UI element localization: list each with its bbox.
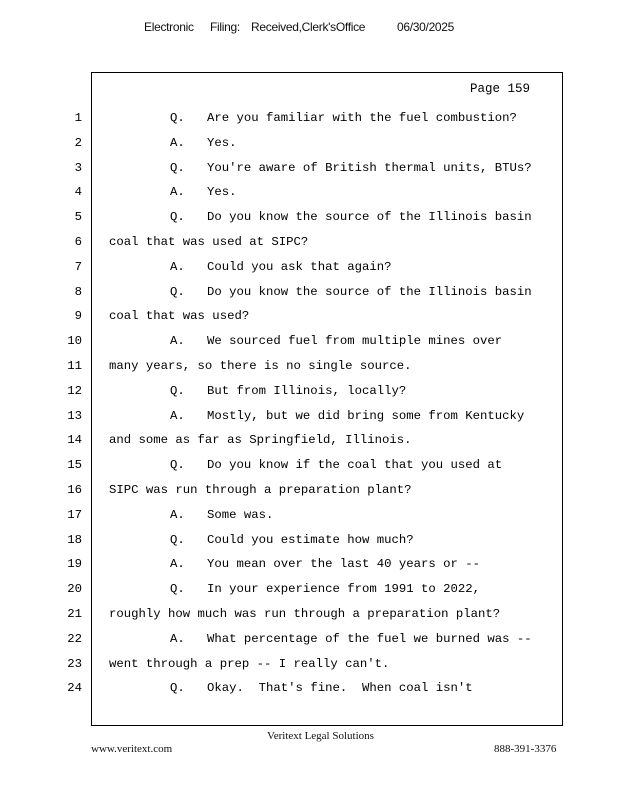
transcript-line: 14 and some as far as Springfield, Illino…: [0, 433, 560, 453]
transcript-line: 16 SIPC was run through a preparation pla…: [0, 483, 560, 503]
line-text: Could you estimate how much?: [207, 532, 414, 547]
line-text: You're aware of British thermal units, B…: [207, 160, 532, 175]
line-number: 18: [67, 532, 82, 547]
line-number: 1: [74, 111, 82, 125]
speaker-label: Q.: [170, 160, 185, 175]
speaker-label: A.: [170, 334, 185, 349]
footer-website: www.veritext.com: [91, 743, 173, 755]
header-filing: Filing:: [210, 20, 240, 34]
speaker-label: Q.: [170, 284, 185, 299]
line-number: 10: [67, 334, 82, 349]
line-number: 5: [74, 210, 82, 225]
transcript-line: 10 A. We sourced fuel from multiple mines …: [0, 334, 560, 354]
line-text: What percentage of the fuel we burned wa…: [207, 631, 532, 646]
transcript-line: 21 roughly how much was run through a pre…: [0, 607, 560, 627]
line-text: Do you know if the coal that you used at: [207, 458, 503, 473]
line-number: 23: [67, 656, 82, 671]
line-number: 11: [67, 359, 82, 373]
line-text: went through a prep -- I really can't.: [109, 656, 390, 671]
line-number: 21: [67, 607, 82, 621]
transcript-line: 4 A. Yes.: [0, 185, 560, 205]
line-text: In your experience from 1991 to 2022,: [207, 582, 481, 597]
line-number: 9: [74, 309, 82, 324]
transcript-line: 22 A. What percentage of the fuel we burne…: [0, 632, 560, 652]
line-text: Okay. That's fine. When coal isn't: [207, 681, 473, 696]
line-number: 14: [67, 433, 82, 448]
line-text: We sourced fuel from multiple mines over: [207, 334, 503, 349]
line-text: many years, so there is no single source…: [109, 359, 412, 373]
transcript-line: 7 A. Could you ask that again?: [0, 260, 560, 280]
transcript-line: 15 Q. Do you know if the coal that you use…: [0, 458, 560, 478]
transcript-line: 2 A. Yes.: [0, 136, 560, 156]
header-electronic: Electronic: [144, 20, 194, 34]
line-number: 19: [67, 557, 82, 572]
speaker-label: A.: [170, 135, 185, 150]
line-text: Could you ask that again?: [207, 259, 392, 274]
line-text: Mostly, but we did bring some from Kentu…: [207, 408, 525, 423]
transcript-page-frame: Page 159: [91, 72, 563, 726]
transcript-line: 13 A. Mostly, but we did bring some from K…: [0, 409, 560, 429]
line-number: 12: [67, 383, 82, 398]
speaker-label: A.: [170, 557, 185, 572]
speaker-label: Q.: [170, 582, 185, 597]
transcript-line: 6 coal that was used at SIPC?: [0, 235, 560, 255]
transcript-line: 3 Q. You're aware of British thermal units…: [0, 161, 560, 181]
transcript-line: 24 Q. Okay. That's fine. When coal isn't: [0, 681, 560, 701]
line-text: Yes.: [207, 185, 237, 200]
line-number: 20: [67, 582, 82, 597]
line-number: 7: [74, 259, 82, 274]
line-text: Do you know the source of the Illinois b…: [207, 284, 532, 299]
speaker-label: Q.: [170, 111, 185, 125]
line-number: 6: [74, 235, 82, 249]
line-text: roughly how much was run through a prepa…: [109, 607, 501, 621]
transcript-line: 12 Q. But from Illinois, locally?: [0, 384, 560, 404]
speaker-label: A.: [170, 631, 185, 646]
header-received: Received,Clerk'sOffice: [251, 20, 366, 34]
transcript-line: 9 coal that was used?: [0, 309, 560, 329]
line-number: 17: [67, 507, 82, 522]
line-text: Are you familiar with the fuel combustio…: [207, 111, 517, 125]
line-text: Yes.: [207, 135, 237, 150]
footer-company: Veritext Legal Solutions: [267, 730, 374, 742]
speaker-label: Q.: [170, 458, 185, 473]
line-number: 22: [67, 631, 82, 646]
line-text: But from Illinois, locally?: [207, 383, 407, 398]
line-text: and some as far as Springfield, Illinois…: [109, 433, 412, 448]
line-number: 13: [67, 408, 82, 423]
header-date: 06/30/2025: [397, 20, 455, 34]
speaker-label: Q.: [170, 532, 185, 547]
line-number: 24: [67, 681, 82, 696]
transcript-line: 8 Q. Do you know the source of the Illinoi…: [0, 285, 560, 305]
transcript-line: 19 A. You mean over the last 40 years or -…: [0, 557, 560, 577]
transcript-line: 11 many years, so there is no single sour…: [0, 359, 560, 379]
line-text: SIPC was run through a preparation plant…: [109, 483, 412, 497]
transcript-line: 5 Q. Do you know the source of the Illinoi…: [0, 210, 560, 230]
speaker-label: A.: [170, 507, 185, 522]
line-text: Some was.: [207, 507, 274, 522]
line-text: coal that was used?: [109, 309, 250, 324]
speaker-label: Q.: [170, 383, 185, 398]
line-text: You mean over the last 40 years or --: [207, 557, 481, 572]
line-number: 16: [67, 483, 82, 497]
transcript-line: 18 Q. Could you estimate how much?: [0, 533, 560, 553]
speaker-label: A.: [170, 408, 185, 423]
speaker-label: Q.: [170, 210, 185, 225]
line-number: 2: [74, 135, 82, 150]
line-number: 4: [74, 185, 82, 200]
speaker-label: A.: [170, 259, 185, 274]
transcript-line: 17 A. Some was.: [0, 508, 560, 528]
line-number: 8: [74, 284, 82, 299]
transcript-line: 20 Q. In your experience from 1991 to 2022…: [0, 582, 560, 602]
speaker-label: Q.: [170, 681, 185, 696]
transcript-line: 1 Q. Are you familiar with the fuel combus…: [0, 111, 560, 131]
speaker-label: A.: [170, 185, 185, 200]
line-number: 3: [74, 160, 82, 175]
line-text: coal that was used at SIPC?: [109, 235, 309, 249]
line-text: Do you know the source of the Illinois b…: [207, 210, 532, 225]
page-number: Page 159: [469, 82, 530, 96]
transcript-line: 23 went through a prep -- I really can't.: [0, 657, 560, 677]
footer-phone: 888-391-3376: [494, 743, 557, 755]
line-number: 15: [67, 458, 82, 473]
